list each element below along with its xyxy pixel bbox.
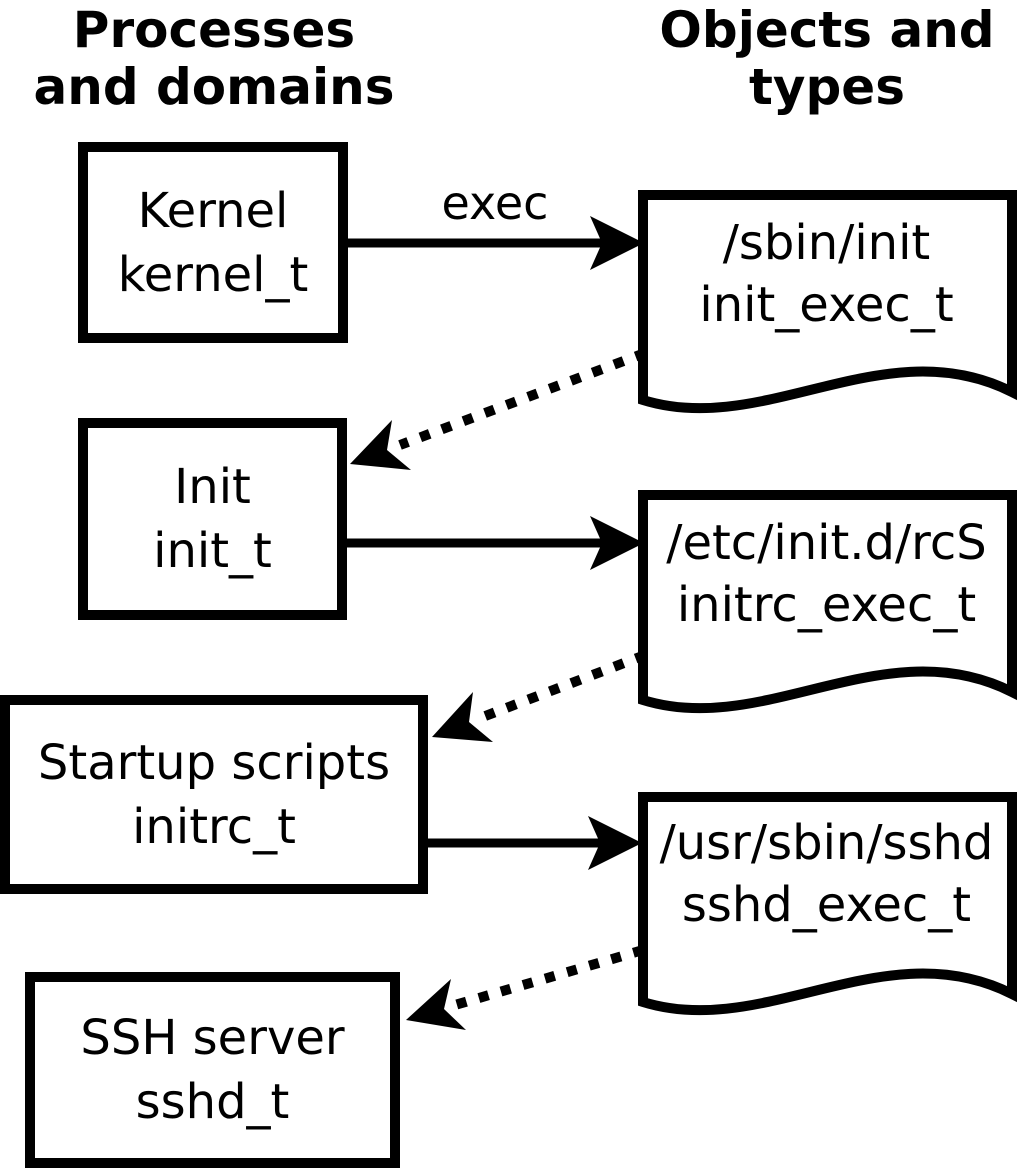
arrowhead-icon xyxy=(432,692,493,742)
object-path-label: /sbin/init xyxy=(722,215,931,271)
transition-arrow-initrc-exec-to-initrc xyxy=(432,650,647,742)
process-label: SSH server xyxy=(80,1010,345,1066)
object-path-label: /etc/init.d/rcS xyxy=(666,515,987,571)
arrowhead-icon xyxy=(588,816,642,870)
arrowhead-icon xyxy=(406,979,466,1030)
process-node-init: Init init_t xyxy=(78,418,347,620)
object-path-label: /usr/sbin/sshd xyxy=(659,815,994,871)
document-shape-usr-sbin-sshd xyxy=(638,792,1017,1016)
transition-arrow-init-exec-to-init xyxy=(350,348,647,470)
column-title-line: and domains xyxy=(33,58,395,116)
object-node-usr-sbin-sshd: /usr/sbin/sshd sshd_exec_t xyxy=(638,812,1015,936)
process-label: Init xyxy=(174,459,251,515)
exec-arrow-initrc-to-sshd-exec xyxy=(428,816,642,870)
exec-arrow-label: exec xyxy=(441,176,549,230)
transition-arrow-sshd-exec-to-sshd xyxy=(406,945,645,1030)
process-label: Startup scripts xyxy=(37,734,391,791)
domain-label: kernel_t xyxy=(117,246,309,303)
object-type-label: sshd_exec_t xyxy=(681,877,972,933)
column-title-line: Objects and xyxy=(659,1,995,59)
arrowhead-icon xyxy=(590,516,644,570)
process-node-kernel: Kernel kernel_t xyxy=(78,142,348,343)
arrowhead-icon xyxy=(350,420,411,470)
column-title-line: types xyxy=(749,58,905,116)
domain-label: initrc_t xyxy=(132,798,296,855)
object-node-sbin-init: /sbin/init init_exec_t xyxy=(638,212,1015,336)
document-shape-etc-initd-rcs xyxy=(638,490,1017,714)
domain-label: init_t xyxy=(153,523,272,579)
object-type-label: initrc_exec_t xyxy=(676,577,977,633)
arrowhead-icon xyxy=(590,216,644,270)
object-type-label: init_exec_t xyxy=(699,277,954,333)
column-title-objects: Objects and types xyxy=(627,2,1024,116)
document-shape-sbin-init xyxy=(638,190,1017,414)
process-node-ssh-server: SSH server sshd_t xyxy=(25,972,400,1168)
domain-label: sshd_t xyxy=(135,1074,290,1130)
exec-arrow-kernel-to-init-exec xyxy=(348,216,644,270)
process-label: Kernel xyxy=(137,182,289,239)
column-title-line: Processes xyxy=(72,1,356,59)
column-title-processes: Processes and domains xyxy=(14,2,414,116)
exec-arrow-init-to-initrc-exec xyxy=(347,516,644,570)
process-node-startup-scripts: Startup scripts initrc_t xyxy=(0,695,428,894)
object-node-etc-initd-rcs: /etc/init.d/rcS initrc_exec_t xyxy=(638,512,1015,636)
